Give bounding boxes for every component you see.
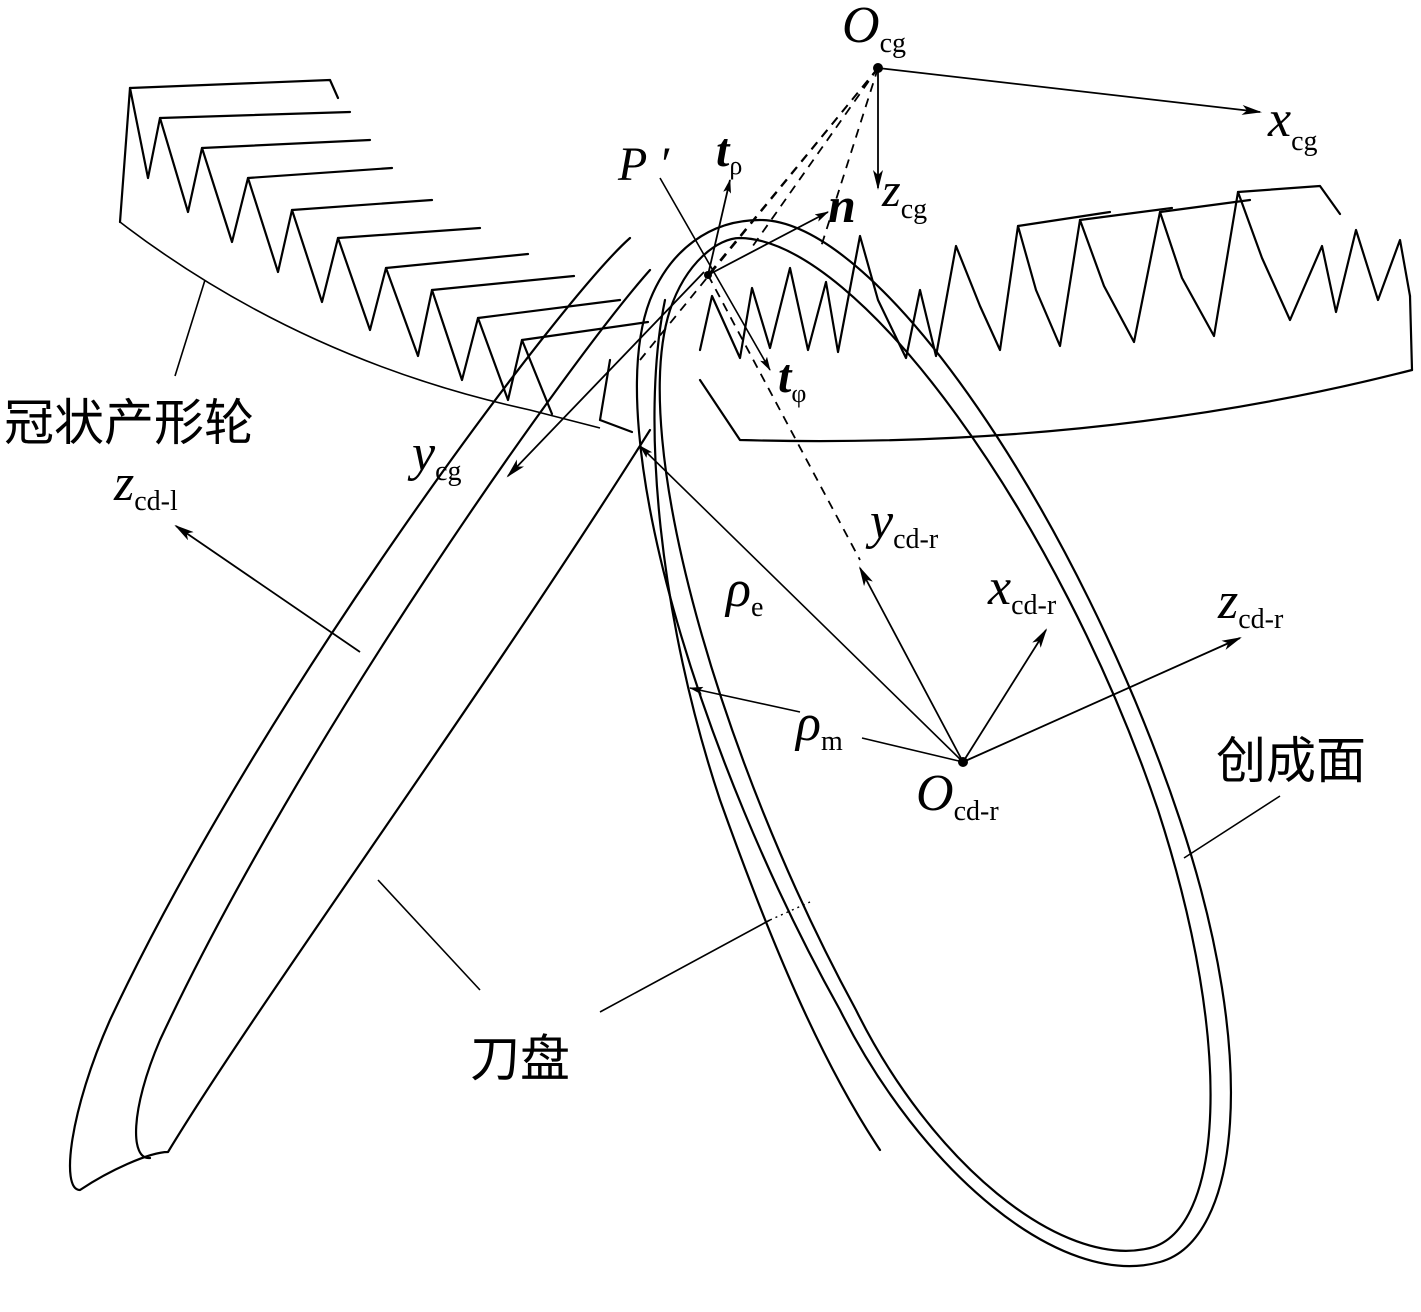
generating-surface-leader bbox=[1183, 795, 1281, 859]
p-prime-point bbox=[704, 271, 712, 279]
z-cdr-label: zcd-r bbox=[1217, 573, 1284, 635]
o-cdr-label: Ocd-r bbox=[916, 765, 999, 827]
z-cdr-axis bbox=[962, 637, 1242, 763]
t-rho-vector bbox=[707, 179, 731, 276]
y-cg-label: ycg bbox=[407, 425, 462, 487]
t-rho-label: tρ bbox=[716, 124, 742, 180]
cutter-disc-left bbox=[68, 236, 652, 1192]
z-cg-label: zcg bbox=[881, 164, 927, 225]
p-prime-leader bbox=[659, 177, 771, 371]
x-cdr-axis bbox=[962, 628, 1048, 763]
x-cg-axis bbox=[877, 67, 1262, 115]
cutter-disc-label: 刀盘 bbox=[470, 1030, 570, 1088]
dashed-rays bbox=[639, 67, 879, 561]
axes bbox=[174, 67, 1262, 763]
crown-gear-label: 冠状产形轮 bbox=[4, 394, 254, 452]
z-cdl-label: zcd-l bbox=[113, 455, 178, 517]
crown-gear-right bbox=[698, 184, 1414, 443]
generating-surface-ellipse bbox=[635, 218, 1233, 1268]
y-cdr-label: ycd-r bbox=[865, 493, 939, 555]
generating-surface-label: 创成面 bbox=[1216, 732, 1366, 790]
rho-e-radius bbox=[639, 445, 964, 763]
t-phi-label: tφ bbox=[778, 350, 806, 408]
rho-e-label: ρe bbox=[724, 561, 763, 623]
o-cg-label: Ocg bbox=[842, 0, 906, 59]
cutter-disc-leader-1 bbox=[377, 879, 481, 991]
p-prime-label: P ′ bbox=[617, 138, 670, 191]
y-cg-axis bbox=[506, 271, 705, 478]
z-cdl-axis bbox=[174, 524, 361, 653]
o-cdr-point bbox=[958, 757, 968, 767]
n-vector bbox=[707, 211, 829, 276]
y-cdr-axis bbox=[859, 566, 964, 763]
crown-gear-leader bbox=[174, 279, 206, 377]
rho-m-radius bbox=[689, 686, 801, 713]
rho-m-label: ρm bbox=[794, 695, 843, 757]
o-cg-point bbox=[873, 63, 883, 73]
n-label: n bbox=[828, 177, 856, 233]
x-cg-label: xcg bbox=[1267, 91, 1318, 157]
crown-gear-left bbox=[118, 78, 650, 434]
cutter-disc-leader-2 bbox=[599, 919, 771, 1013]
x-cdr-label: xcd-r bbox=[987, 559, 1057, 621]
